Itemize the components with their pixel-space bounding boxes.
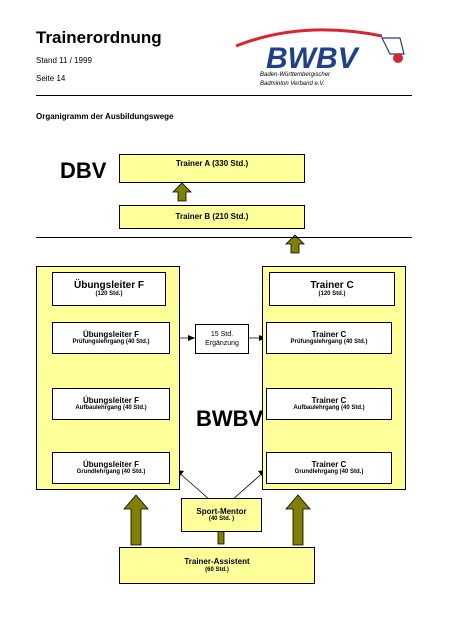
- tc-header-title: Trainer C: [310, 279, 354, 291]
- tc-header-box: Trainer C (120 Std.): [269, 272, 395, 306]
- trainer-a-label: Trainer A (330 Std.): [175, 159, 249, 168]
- arrow-up-icon: [285, 494, 311, 546]
- trainer-b-box: Trainer B (210 Std.): [119, 205, 305, 229]
- logo-swoosh: [235, 28, 383, 48]
- tc-header-hours: (120 Std.): [318, 290, 346, 297]
- ul-f-aufbau-title: Übungsleiter F: [82, 395, 139, 405]
- ul-f-pruef-detail: Prüfungslehrgang (40 Std.): [72, 339, 150, 346]
- dbv-bwbv-divider: [36, 237, 412, 238]
- tc-pruef-box: Trainer C Prüfungslehrgang (40 Std.): [266, 322, 392, 354]
- page-number: Seite 14: [36, 74, 66, 83]
- arrow-line: [231, 469, 267, 501]
- section-title: Organigramm der Ausbildungswege: [36, 112, 174, 121]
- arrow-up-icon: [172, 182, 192, 202]
- arrow-up-icon: [123, 494, 149, 546]
- sport-mentor-title: Sport-Mentor: [196, 506, 247, 516]
- tc-pruef-title: Trainer C: [311, 329, 347, 339]
- tc-grund-box: Trainer C Grundlehrgang (40 Std.): [266, 452, 392, 484]
- arrow-head-icon: [188, 335, 195, 341]
- shuttlecock-icon: [381, 37, 405, 55]
- sport-mentor-box: Sport-Mentor (40 Std. ): [181, 498, 262, 532]
- tc-grund-detail: Grundlehrgang (40 Std.): [294, 469, 364, 476]
- ergaenzung-label: Ergänzung: [205, 340, 239, 347]
- ul-f-header-box: Übungsleiter F (120 Std.): [52, 272, 166, 306]
- trainer-a-box: Trainer A (330 Std.): [119, 154, 305, 183]
- tc-aufbau-box: Trainer C Aufbaulehrgang (40 Std.): [266, 388, 392, 420]
- ul-f-header-title: Übungsleiter F: [73, 279, 144, 291]
- logo-graphic: BWBV: [235, 28, 405, 75]
- tc-grund-title: Trainer C: [311, 459, 347, 469]
- bwbv-label: BWBV: [196, 406, 264, 431]
- ul-f-aufbau-box: Übungsleiter F Aufbaulehrgang (40 Std.): [52, 388, 170, 420]
- bwbv-logo: BWBV: [232, 24, 412, 98]
- header-divider: [36, 95, 412, 96]
- ul-f-grund-title: Übungsleiter F: [82, 459, 139, 469]
- logo-line-2: Badminton Verband e.V.: [260, 81, 325, 87]
- trainer-b-label: Trainer B (210 Std.): [175, 212, 249, 222]
- tc-aufbau-title: Trainer C: [311, 395, 347, 405]
- sport-mentor-hours: (40 Std. ): [208, 516, 235, 523]
- ergaenzung-hours: 15 Std.: [210, 330, 234, 338]
- dbv-label: DBV: [60, 158, 107, 183]
- trainer-assistent-box: Trainer-Assistent (60 Std.): [119, 547, 315, 584]
- arrow-line: [175, 469, 211, 501]
- ergaenzung-box: 15 Std. Ergänzung: [195, 324, 249, 354]
- ul-f-grund-detail: Grundlehrgang (40 Std.): [76, 469, 146, 476]
- tc-pruef-detail: Prüfungslehrgang (40 Std.): [290, 339, 368, 346]
- logo-wordmark: BWBV: [266, 42, 361, 75]
- ul-f-aufbau-detail: Aufbaulehrgang (40 Std.): [75, 405, 147, 412]
- trainer-assistent-hours: (60 Std.): [205, 566, 229, 573]
- ul-f-header-hours: (120 Std.): [95, 290, 123, 297]
- document-stand: Stand 11 / 1999: [36, 56, 92, 65]
- shuttlecock-base-icon: [393, 53, 403, 63]
- document-title: Trainerordnung: [36, 28, 162, 47]
- logo-line-1: Baden-Württembergischer: [260, 72, 331, 78]
- trainer-assistent-title: Trainer-Assistent: [184, 557, 250, 567]
- ul-f-pruef-box: Übungsleiter F Prüfungslehrgang (40 Std.…: [52, 322, 170, 354]
- ul-f-pruef-title: Übungsleiter F: [82, 329, 139, 339]
- tc-aufbau-detail: Aufbaulehrgang (40 Std.): [293, 405, 365, 412]
- ul-f-grund-box: Übungsleiter F Grundlehrgang (40 Std.): [52, 452, 170, 484]
